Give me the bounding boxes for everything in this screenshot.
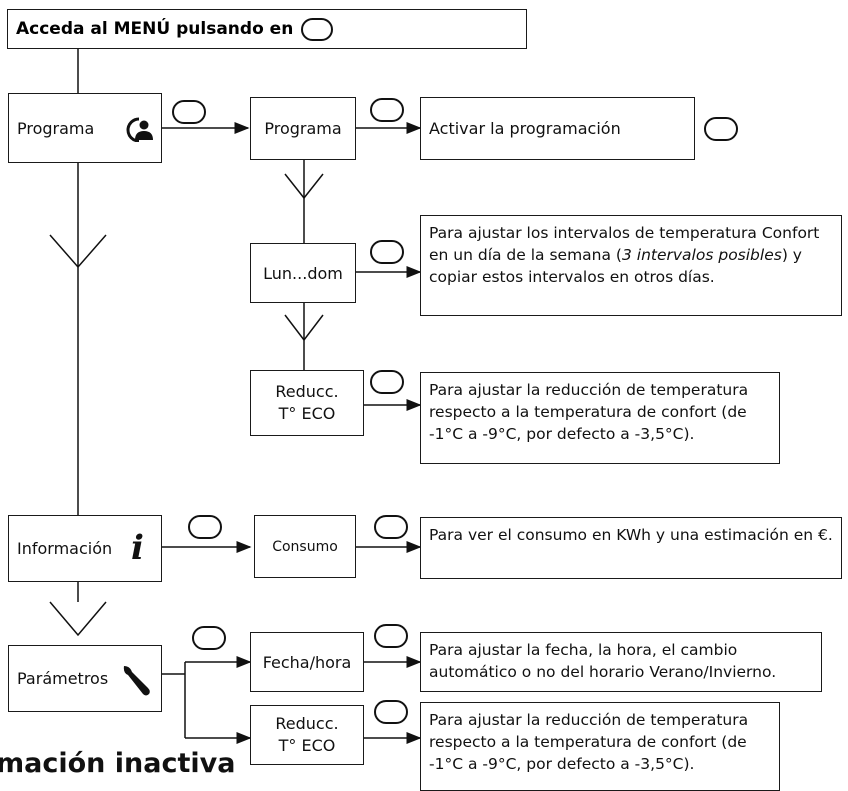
node-consumo-label: Consumo (272, 538, 338, 555)
node-parametros: Parámetros (8, 645, 162, 712)
menu-instruction: Acceda al MENÚ pulsando en (7, 9, 527, 49)
desc-reducc-1: Para ajustar la reducción de temperatura… (420, 372, 780, 464)
node-lun-dom: Lun...dom (250, 243, 356, 303)
node-consumo: Consumo (254, 515, 356, 578)
round-button-icon (370, 98, 404, 122)
menu-prefix: Acceda al (16, 19, 114, 39)
menu-word: MENÚ (113, 19, 171, 39)
node-reducc-2: Reducc. T° ECO (250, 705, 364, 765)
desc-lun-dom-text-b: ) y copiar estos intervalos en otros día… (429, 246, 802, 286)
node-reducc-1: Reducc. T° ECO (250, 370, 364, 436)
round-button-icon (374, 624, 408, 648)
menu-suffix: pulsando en (170, 19, 294, 39)
node-parametros-label: Parámetros (17, 669, 109, 688)
round-button-icon (374, 515, 408, 539)
desc-lun-dom-italic: 3 intervalos posibles (621, 246, 782, 264)
node-programa-sub: Programa (250, 97, 356, 160)
node-fecha-hora-label: Fecha/hora (262, 652, 352, 672)
node-reducc-2-line1: Reducc. (275, 714, 339, 733)
node-programa-label: Programa (17, 118, 95, 138)
round-button-icon (374, 700, 408, 724)
desc-consumo: Para ver el consumo en KWh y una estimac… (420, 517, 842, 579)
node-reducc-1-line2: T° ECO (278, 404, 336, 423)
desc-reducc-2: Para ajustar la reducción de temperatura… (420, 702, 780, 791)
round-button-icon (172, 100, 206, 124)
section-heading: mación inactiva (0, 748, 236, 779)
round-button-icon (370, 370, 404, 394)
round-button-icon (188, 515, 222, 539)
round-button-icon (192, 626, 226, 650)
clock-person-icon (126, 117, 153, 142)
node-fecha-hora: Fecha/hora (250, 632, 364, 692)
node-activar: Activar la programación (420, 97, 695, 160)
node-informacion: Información i (8, 515, 162, 582)
desc-lun-dom: Para ajustar los intervalos de temperatu… (420, 215, 842, 316)
info-icon: i (131, 528, 144, 568)
round-button-icon (301, 17, 334, 41)
node-reducc-1-line1: Reducc. (275, 382, 339, 401)
round-button-icon (704, 117, 738, 141)
node-programa-sub-label: Programa (264, 119, 342, 138)
node-reducc-2-line2: T° ECO (278, 736, 336, 755)
round-button-icon (370, 240, 404, 264)
desc-lun-dom-text-a: Para ajustar los intervalos de temperatu… (429, 224, 820, 264)
desc-fecha-hora: Para ajustar la fecha, la hora, el cambi… (420, 632, 822, 692)
node-lun-dom-label: Lun...dom (263, 263, 343, 283)
node-activar-label: Activar la programación (429, 119, 621, 138)
wrench-icon (123, 666, 150, 696)
node-informacion-label: Información (17, 539, 113, 558)
node-programa: Programa (8, 93, 162, 163)
